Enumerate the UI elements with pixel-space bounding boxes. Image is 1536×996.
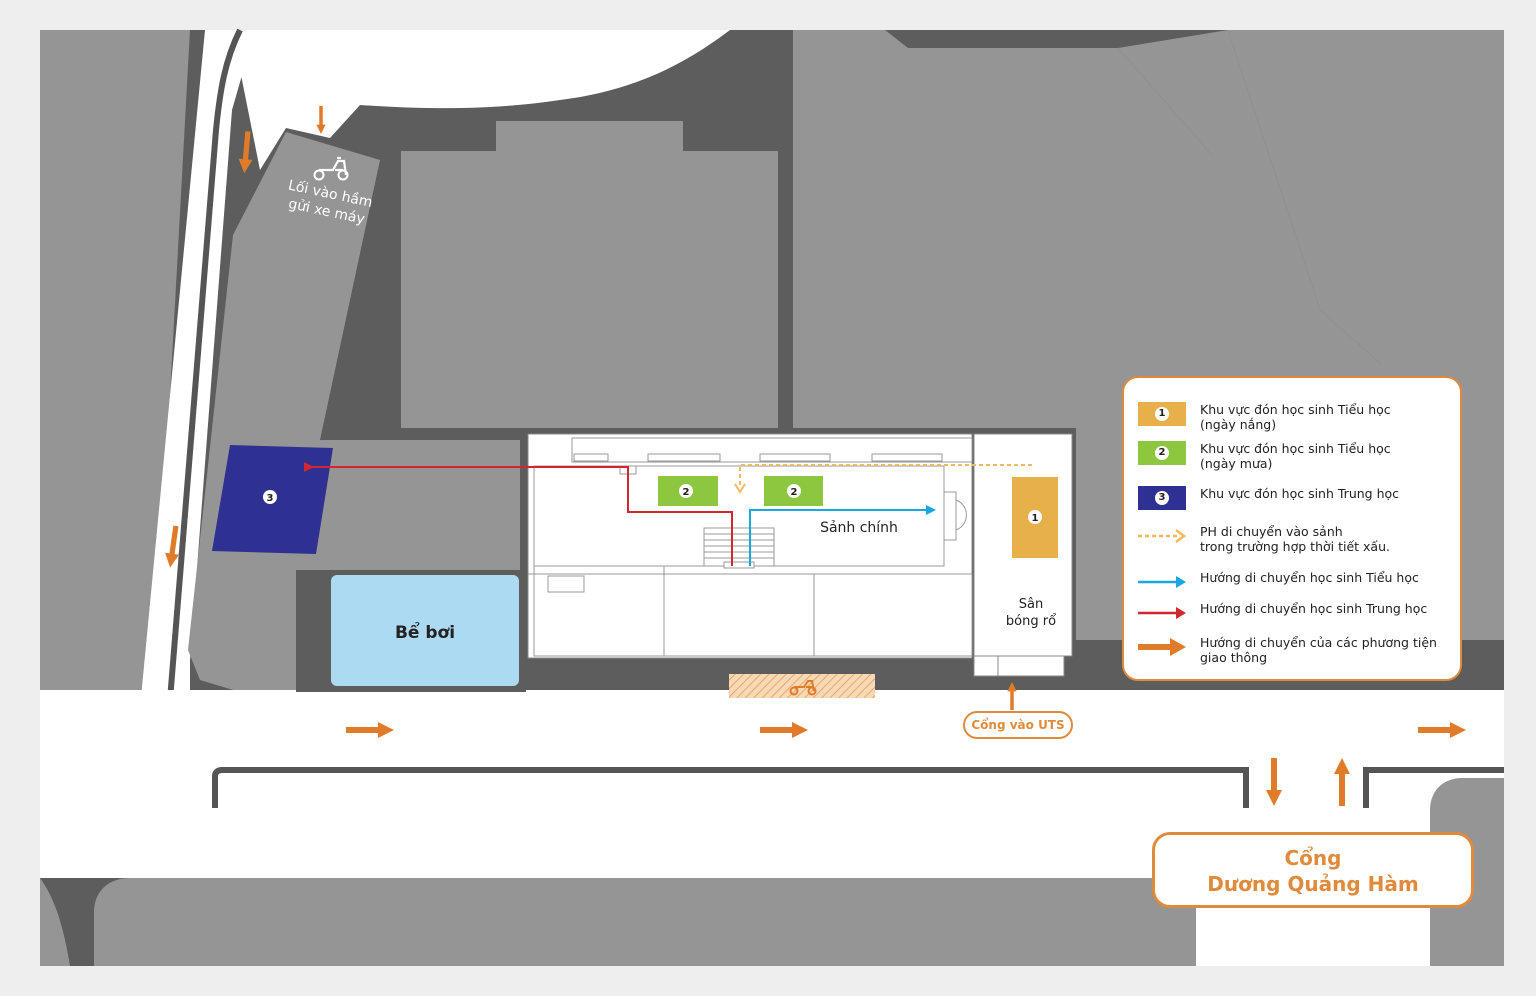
primary-student-path — [749, 505, 936, 566]
scooter-icon — [789, 680, 817, 696]
building-far-east — [1228, 30, 1504, 365]
building-east — [793, 30, 1504, 430]
dashed-arrow-icon — [1138, 524, 1187, 548]
legend-text: Khu vực đón học sinh Trung học — [1200, 486, 1400, 501]
pool-label: Bể bơi — [395, 621, 455, 643]
secondary-student-path — [304, 462, 733, 566]
legend-row: Hướng di chuyển học sinh Trung học — [1138, 601, 1452, 625]
gate-main-label: Cổng Dương Quảng Hàm — [1152, 832, 1474, 908]
legend-swatch: 1 — [1138, 402, 1186, 426]
court-label-1: Sân — [1019, 597, 1043, 612]
legend-row: Hướng di chuyển học sinh Tiểu học — [1138, 570, 1452, 594]
legend-text: Khu vực đón học sinh Tiểu học (ngày nắng… — [1200, 402, 1391, 432]
scooter-icon — [313, 156, 349, 181]
gate-main-line-2: Dương Quảng Hàm — [1207, 872, 1419, 896]
legend-text: Hướng di chuyển của các phương tiện giao… — [1200, 635, 1437, 665]
legend-swatch: 3 — [1138, 486, 1186, 510]
court-label-2: bóng rổ — [1006, 614, 1056, 629]
legend-row: 1 Khu vực đón học sinh Tiểu học (ngày nắn… — [1138, 402, 1452, 432]
legend-swatch: 2 — [1138, 441, 1186, 465]
legend-text: PH di chuyển vào sảnh trong trường hợp t… — [1200, 524, 1390, 554]
legend-row: PH di chuyển vào sảnh trong trường hợp t… — [1138, 524, 1452, 554]
zone-2b-number: 2 — [791, 487, 798, 498]
gate-main-line-1: Cổng — [1284, 846, 1342, 870]
block-south — [94, 878, 1196, 966]
legend-row: 2 Khu vực đón học sinh Tiểu học (ngày mưa… — [1138, 441, 1452, 471]
legend-text: Hướng di chuyển học sinh Trung học — [1200, 601, 1428, 616]
legend-text: Khu vực đón học sinh Tiểu học (ngày mưa) — [1200, 441, 1391, 471]
legend-swatch-number: 3 — [1155, 491, 1169, 505]
road-west — [40, 30, 255, 808]
thick-arrow-icon — [1138, 635, 1186, 659]
zone-2a-number: 2 — [683, 487, 690, 498]
arrow-icon — [1138, 570, 1186, 594]
pool-area — [331, 575, 519, 686]
building-center — [401, 121, 778, 428]
legend: 1 Khu vực đón học sinh Tiểu học (ngày nắn… — [1122, 376, 1462, 681]
zone-1-number: 1 — [1032, 513, 1039, 524]
arrow-icon — [1138, 601, 1186, 625]
legend-row: 3 Khu vực đón học sinh Trung học — [1138, 486, 1452, 510]
legend-swatch-number: 1 — [1155, 407, 1169, 421]
legend-row: Hướng di chuyển của các phương tiện giao… — [1138, 635, 1452, 665]
legend-swatch-number: 2 — [1155, 446, 1169, 460]
gate-uts-label: Cổng vào UTS — [963, 711, 1073, 739]
main-hall-label: Sảnh chính — [820, 520, 898, 536]
zone-3-number: 3 — [267, 493, 274, 504]
legend-text: Hướng di chuyển học sinh Tiểu học — [1200, 570, 1419, 585]
